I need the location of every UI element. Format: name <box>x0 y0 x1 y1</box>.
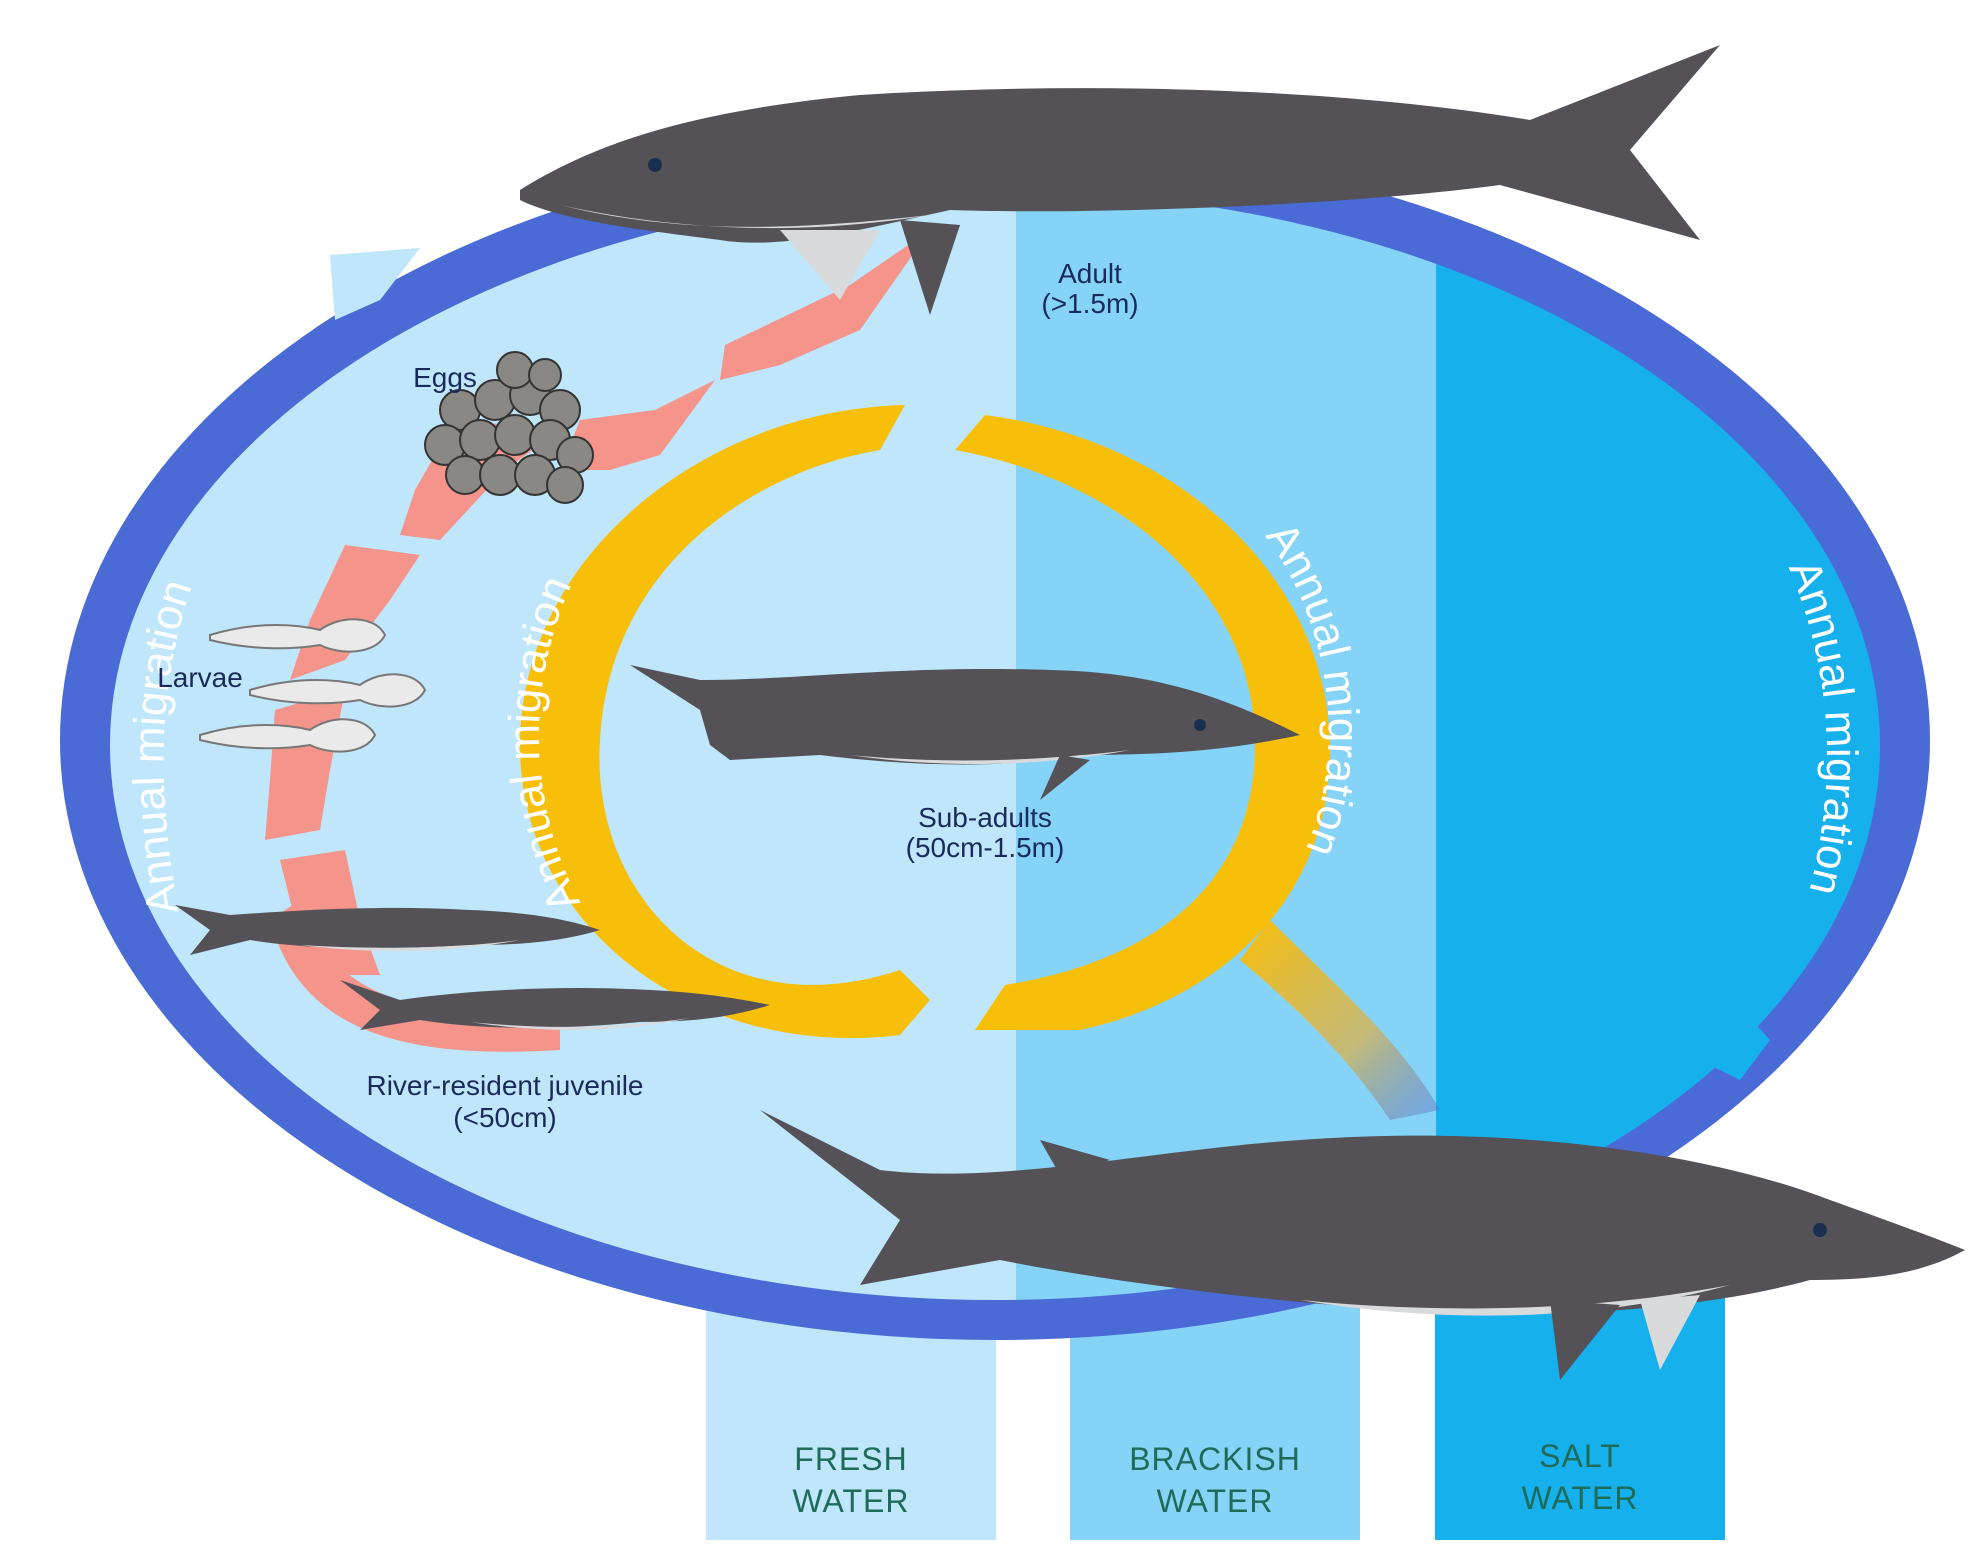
adult-sturgeon-bottom <box>760 1110 1965 1380</box>
larvae-group <box>199 618 427 753</box>
fresh-water-label-line1: FRESH <box>794 1441 907 1477</box>
sub-adults-size-label: (50cm-1.5m) <box>906 832 1065 863</box>
outer-ring-arrowhead-left <box>330 248 420 320</box>
outer-ring-arrowhead-right <box>1700 985 1770 1080</box>
brackish-water-label-line2: WATER <box>1157 1483 1274 1519</box>
juvenile-label: River-resident juvenile <box>366 1070 643 1101</box>
juvenile-sturgeon-lower <box>340 980 770 1030</box>
salt-water-label-line2: WATER <box>1522 1480 1639 1516</box>
fresh-water-label-line2: WATER <box>793 1483 910 1519</box>
inner-cycle-exit-spray <box>1240 920 1440 1120</box>
inner-migration-cycle <box>520 405 1440 1120</box>
sub-adult-sturgeon <box>630 665 1300 800</box>
inner-arc-right <box>955 415 1330 1030</box>
juvenile-sturgeon-upper <box>175 905 600 955</box>
eggs-cluster <box>424 351 594 504</box>
eggs-label: Eggs <box>413 362 477 393</box>
salt-water-label-line1: SALT <box>1539 1438 1621 1474</box>
brackish-water-label-line1: BRACKISH <box>1129 1441 1301 1477</box>
adult-size-label: (>1.5m) <box>1041 288 1138 319</box>
juvenile-size-label: (<50cm) <box>453 1102 556 1133</box>
inner-arc-left <box>520 405 930 1039</box>
adult-sturgeon-top <box>520 45 1720 315</box>
larvae-label: Larvae <box>157 662 243 693</box>
adult-label: Adult <box>1058 258 1122 289</box>
sub-adults-label: Sub-adults <box>918 802 1052 833</box>
